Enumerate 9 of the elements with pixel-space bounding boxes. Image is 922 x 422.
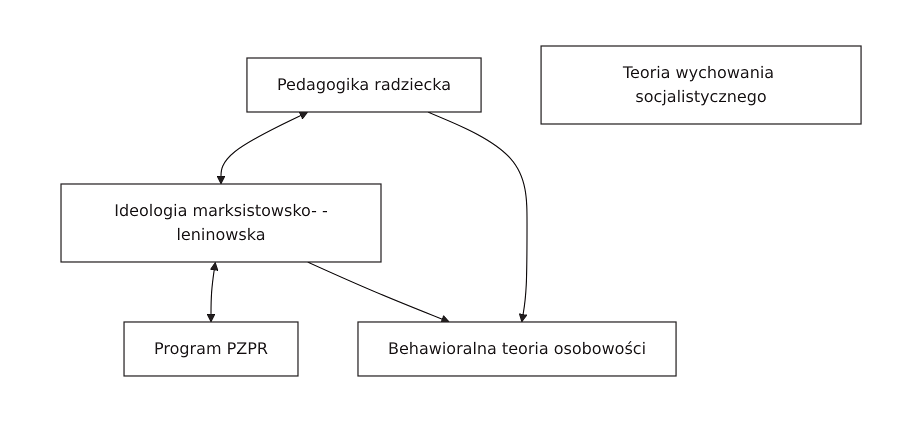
node-box: Behawioralna teoria osobowości <box>357 321 677 377</box>
arrow <box>307 261 450 324</box>
arrow <box>206 262 218 322</box>
node-box: Teoria wychowania socjalistycznego <box>540 45 862 125</box>
node-box: Program PZPR <box>123 321 299 377</box>
node-box: Pedagogika radziecka <box>246 57 482 113</box>
arrow <box>428 111 528 322</box>
arrow <box>216 112 308 184</box>
node-box: Ideologia marksistowsko- -leninowska <box>60 183 382 263</box>
